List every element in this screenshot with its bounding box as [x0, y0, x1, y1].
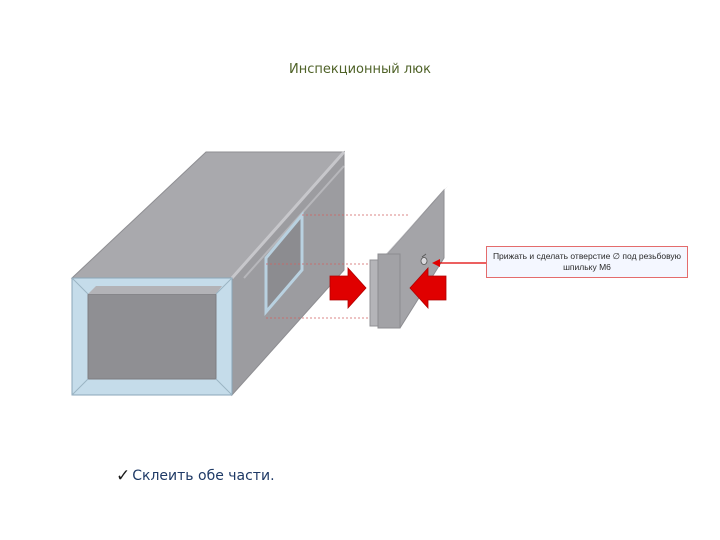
- duct-edge-highlight: [230, 151, 346, 279]
- duct-edge-highlight: [243, 165, 345, 279]
- diagram-title: Инспекционный люк: [289, 62, 431, 77]
- inspection-opening: [264, 210, 304, 317]
- callout-text: Прижать и сделать отверстие ∅ под резьбо…: [492, 251, 682, 272]
- duct-front-opening: [87, 293, 217, 380]
- guide-lines: [266, 214, 408, 319]
- frame-bevel: [215, 277, 233, 295]
- red-arrow-right-icon: [329, 266, 367, 310]
- step-text: Склеить обе части.: [132, 468, 275, 484]
- callout-box: Прижать и сделать отверстие ∅ под резьбо…: [486, 246, 688, 278]
- frame-bevel: [215, 378, 233, 396]
- red-arrow-left-icon: [409, 266, 447, 310]
- frame-bevel: [71, 277, 89, 295]
- duct: [70, 150, 346, 397]
- step-item: ✓ Склеить обе части.: [116, 466, 275, 486]
- check-icon: ✓: [116, 466, 131, 486]
- hole-icon: [420, 253, 428, 265]
- frame-bevel: [71, 378, 89, 396]
- hatch-cover: [369, 186, 448, 329]
- hatch-front-insert: [377, 253, 401, 329]
- callout-pointer: [432, 259, 486, 267]
- duct-inner-top: [88, 286, 222, 294]
